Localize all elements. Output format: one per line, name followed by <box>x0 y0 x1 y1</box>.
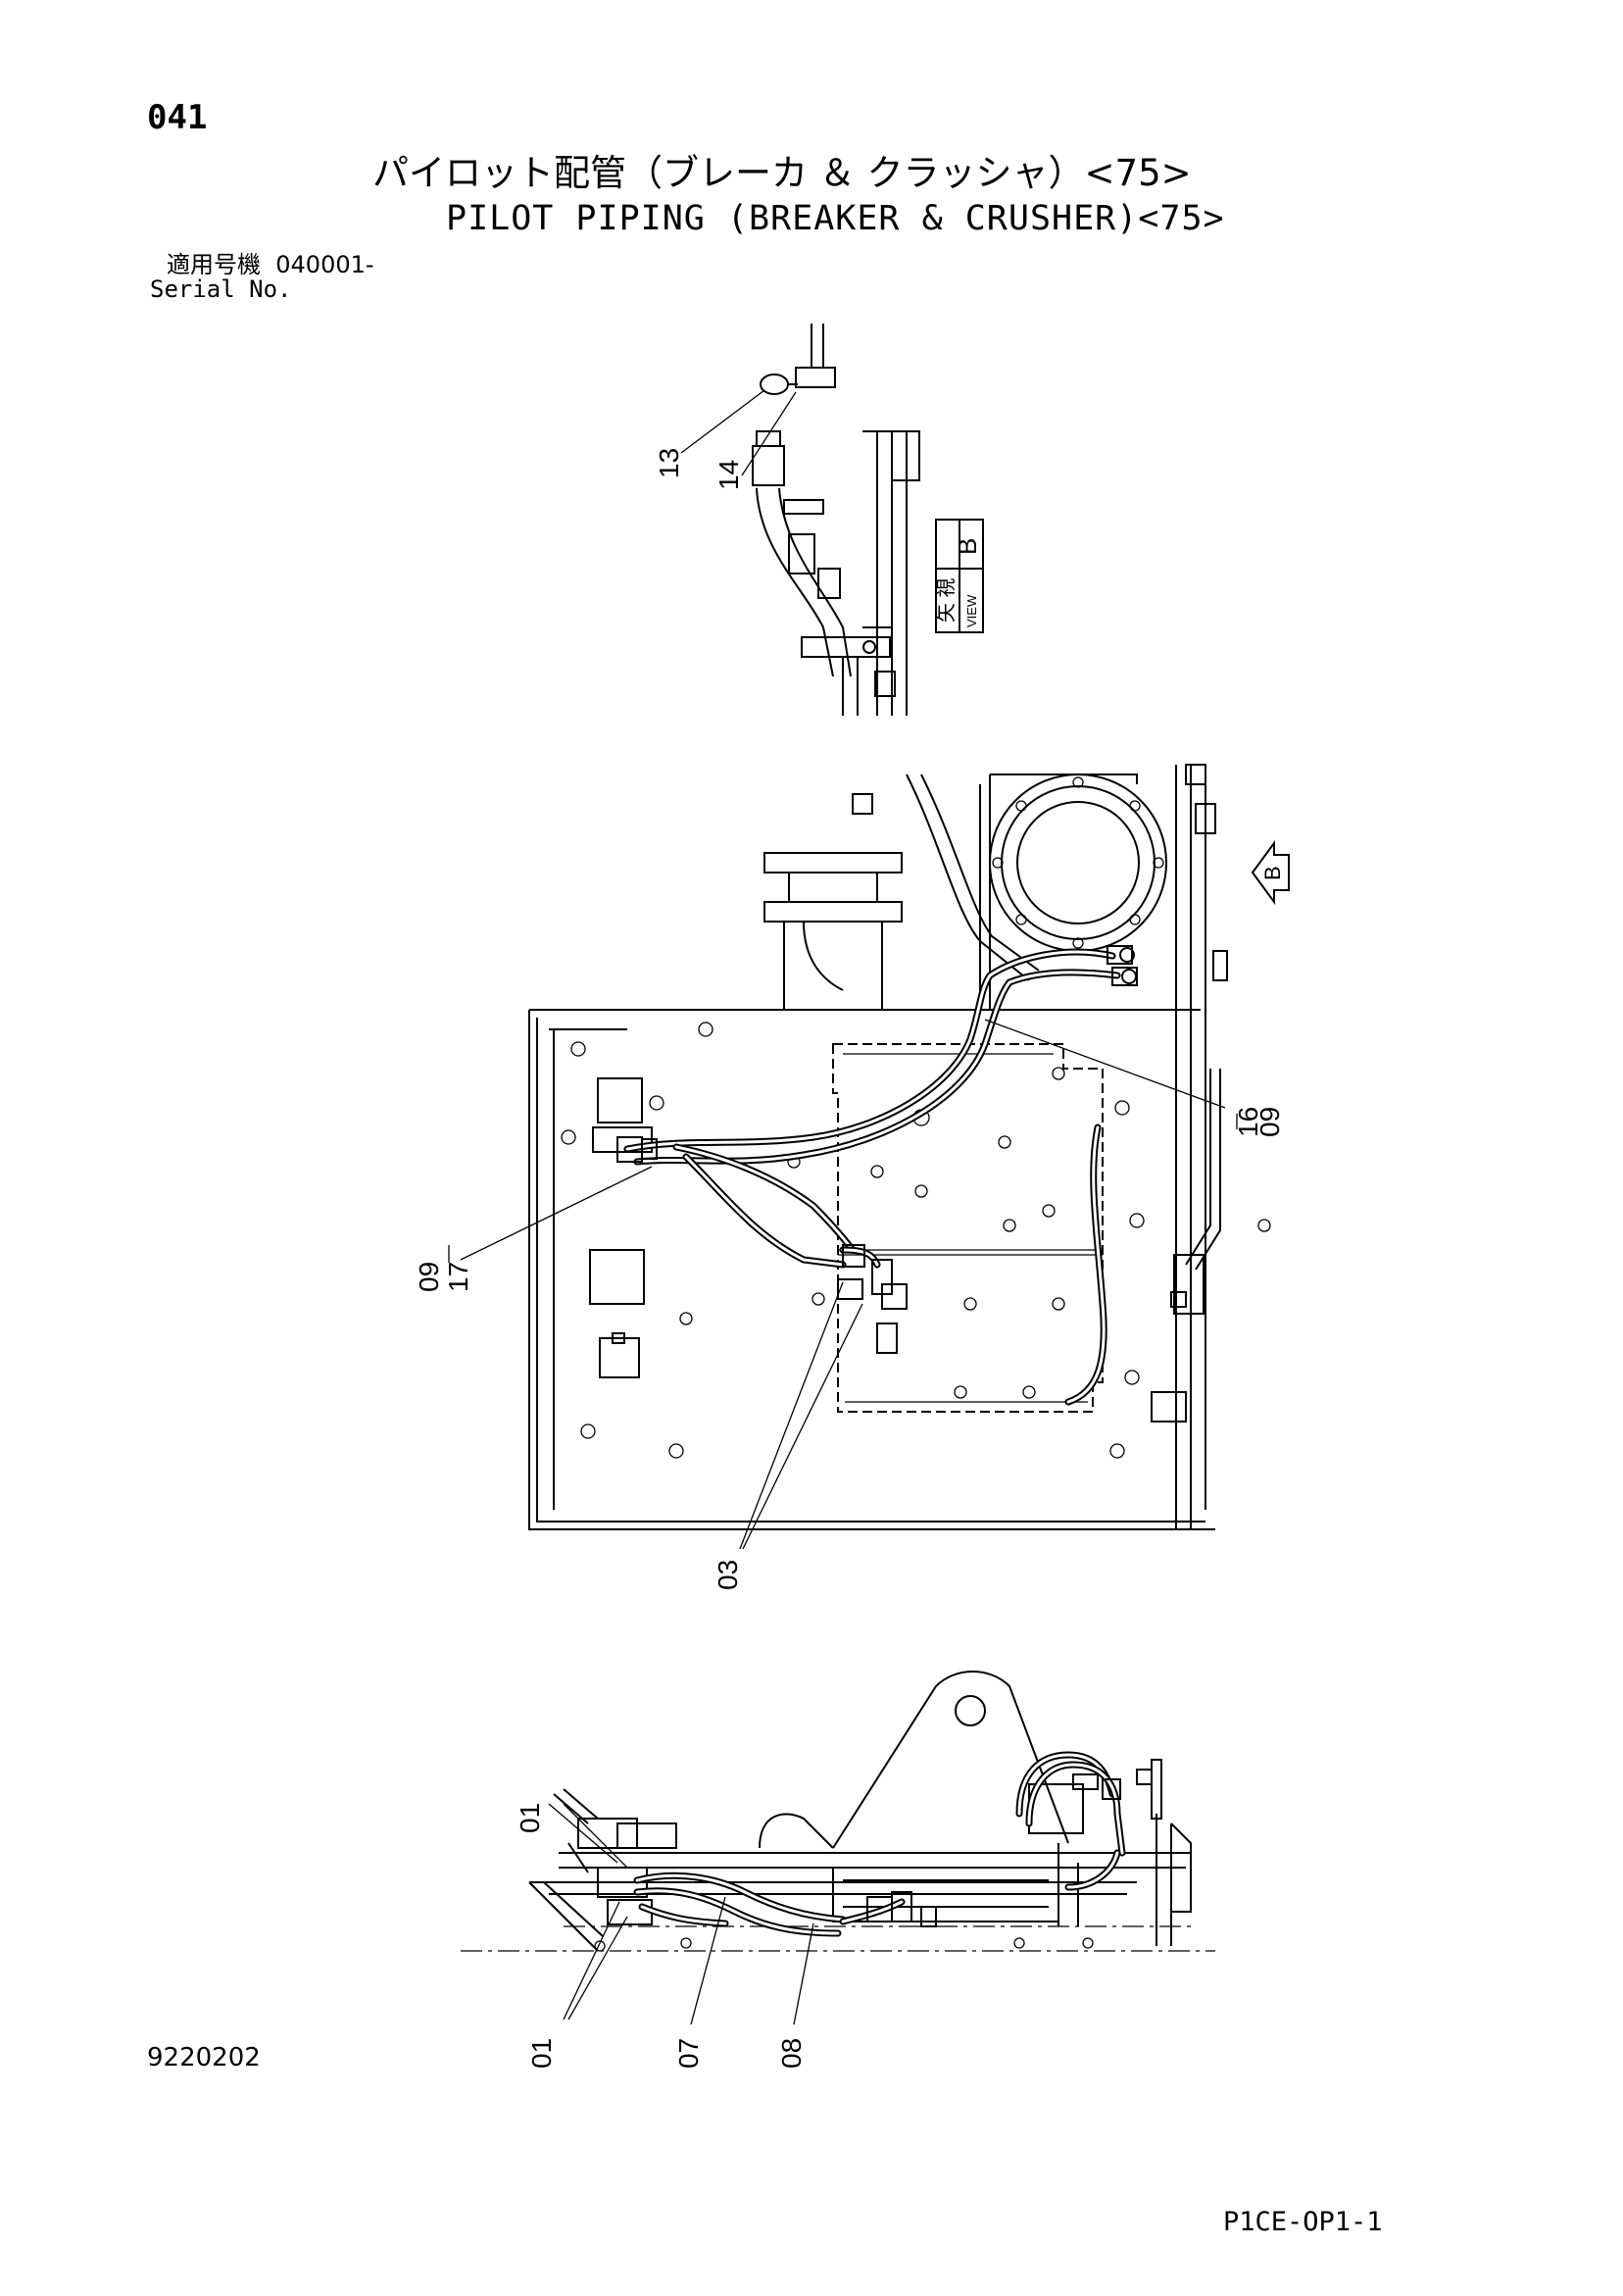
serial-label-english: Serial No. <box>150 275 292 303</box>
callout-09-left: 09 <box>414 1262 444 1292</box>
callout-09-right: 09 <box>1254 1107 1285 1137</box>
callout-17: 17 <box>443 1262 473 1292</box>
view-label-kanji: 矢 視 <box>935 577 958 623</box>
serial-number-row: 適用号機 040001- <box>167 253 374 276</box>
page-title-english: PILOT PIPING (BREAKER & CRUSHER)<75> <box>446 199 1225 238</box>
page-title-japanese: パイロット配管（ブレーカ ＆ クラッシャ）<75> <box>372 152 1192 194</box>
serial-label-japanese: 適用号機 <box>167 251 261 278</box>
view-b-detail: 13 14 B 矢 視 VIEW <box>654 324 984 716</box>
side-elevation-view: 01 01 07 08 <box>461 1671 1215 2069</box>
view-label-letter: B <box>953 538 982 555</box>
callout-01-top: 01 <box>515 1803 545 1833</box>
callout-14: 14 <box>713 460 744 490</box>
callout-01-bottom: 01 <box>526 2038 557 2069</box>
callout-16: 16 <box>1233 1107 1263 1137</box>
view-b-label-box: B 矢 視 VIEW <box>935 519 984 633</box>
callout-03: 03 <box>713 1560 743 1590</box>
page-number: 041 <box>147 98 208 137</box>
callout-08: 08 <box>776 2038 807 2069</box>
callout-13: 13 <box>654 448 684 478</box>
serial-value: 040001- <box>275 251 374 278</box>
document-code: 9220202 <box>147 2043 261 2072</box>
callout-07: 07 <box>673 2038 704 2069</box>
sheet-code: P1CE-OP1-1 <box>1223 2207 1383 2237</box>
view-direction-letter: B <box>1260 866 1285 880</box>
view-label-english: VIEW <box>964 594 979 627</box>
main-plan-view: B <box>414 764 1290 1590</box>
